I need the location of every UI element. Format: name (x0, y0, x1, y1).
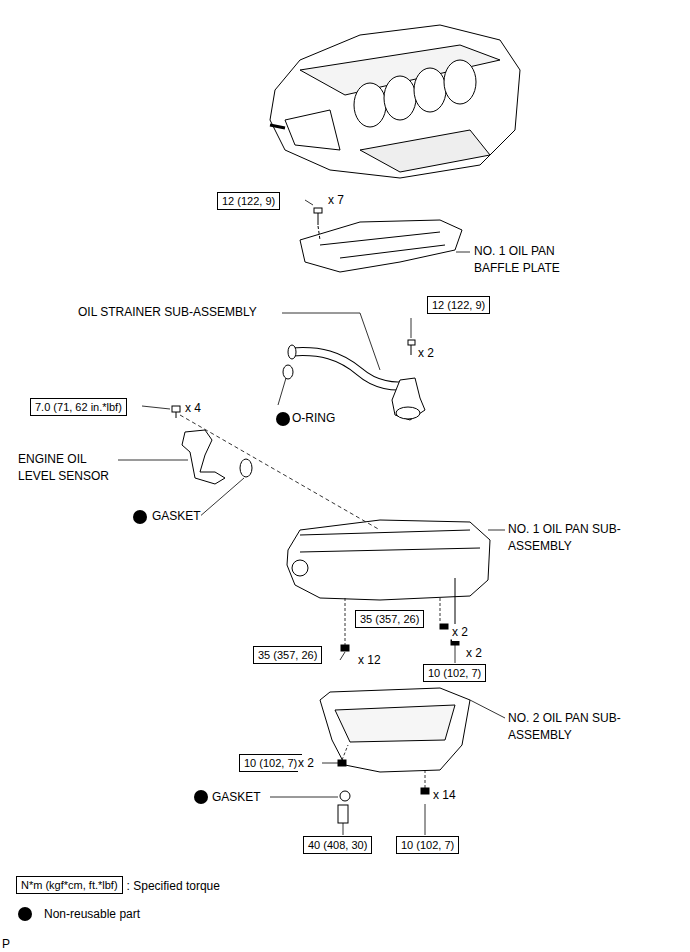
part-name: O-RING (292, 410, 335, 427)
quantity: x 2 (418, 345, 434, 362)
torque-value: 10 (102, 7) (428, 666, 481, 680)
quantity: x 4 (185, 400, 201, 417)
torque-value: 10 (102, 7) (401, 838, 454, 852)
page-code: P (2, 936, 10, 952)
part-name: ENGINE OIL LEVEL SENSOR (18, 451, 118, 485)
quantity: x 14 (433, 787, 456, 804)
torque-box: 40 (408, 30) (303, 836, 372, 854)
torque-value: 35 (357, 26) (258, 648, 317, 662)
torque-box: 10 (102, 7) (423, 664, 486, 682)
part-name: OIL STRAINER SUB-ASSEMBLY (78, 304, 257, 321)
torque-box: N*m (kgf*cm, ft.*lbf) (16, 876, 123, 894)
torque-value: 35 (357, 26) (360, 612, 419, 626)
part-name: NO. 2 OIL PAN SUB-ASSEMBLY (508, 710, 623, 744)
quantity: x 7 (328, 192, 344, 209)
quantity: x 12 (358, 652, 381, 669)
non-reusable-mark (194, 790, 208, 804)
part-name: GASKET (212, 789, 261, 806)
quantity: x 2 (466, 645, 482, 662)
torque-value: 40 (408, 30) (308, 838, 367, 852)
torque-box: 35 (357, 26) (355, 610, 424, 628)
non-reusable-mark (276, 412, 290, 426)
torque-value: 12 (122, 9) (432, 298, 485, 312)
torque-value: 10 (102, 7) (244, 756, 297, 770)
part-name: NO. 1 OIL PAN SUB-ASSEMBLY (508, 521, 623, 555)
non-reusable-mark (133, 510, 147, 524)
part-name: NO. 1 OIL PAN BAFFLE PLATE (474, 243, 584, 277)
torque-box: 10 (102, 7) (396, 836, 459, 854)
legend-swatch (18, 907, 32, 921)
legend-text: : Specified torque (127, 878, 220, 894)
torque-box: 7.0 (71, 62 in.*lbf) (30, 398, 127, 416)
torque-value: 12 (122, 9) (222, 194, 275, 208)
torque-box: 35 (357, 26) (253, 646, 322, 664)
part-name: GASKET (152, 508, 201, 525)
torque-value: 7.0 (71, 62 in.*lbf) (35, 400, 122, 414)
quantity: x 2 (298, 755, 314, 772)
legend-text: Non-reusable part (44, 906, 140, 922)
torque-value: N*m (kgf*cm, ft.*lbf) (21, 878, 118, 892)
torque-box: 12 (122, 9) (427, 296, 490, 314)
quantity: x 2 (452, 624, 468, 641)
torque-box: 10 (102, 7) (239, 754, 302, 772)
torque-box: 12 (122, 9) (217, 192, 280, 210)
